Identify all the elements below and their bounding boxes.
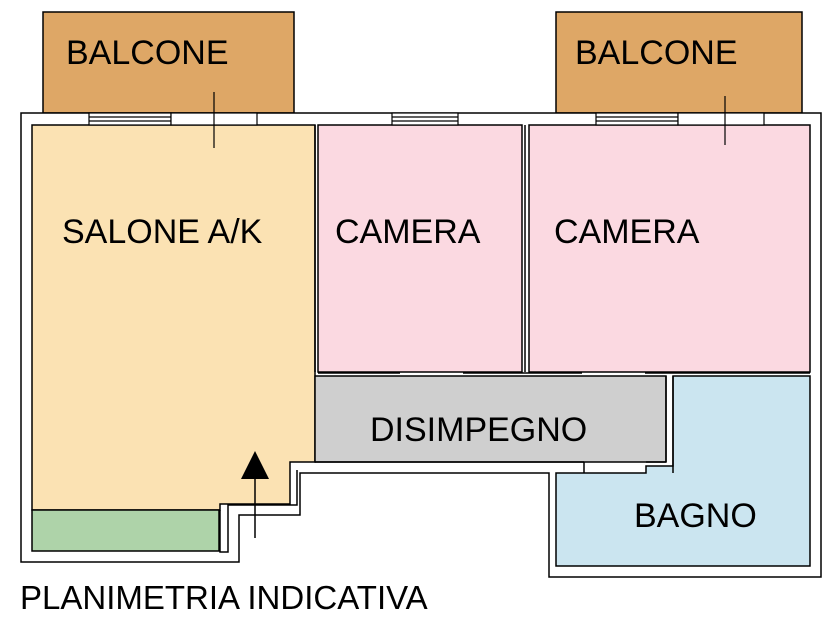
bagno-label: BAGNO [634,497,757,535]
windows [88,112,765,126]
balcone-door-lines [213,92,726,148]
plan-caption: PLANIMETRIA INDICATIVA [20,579,428,616]
bagno-room [555,375,811,567]
balcone-left-label: BALCONE [66,34,229,72]
balcone-left [42,11,295,114]
kitchen-strip [31,509,220,552]
interior-walls [314,125,810,473]
entrance-arrow-icon [241,451,269,538]
camera-1-label: CAMERA [335,213,481,251]
camera-2-label: CAMERA [554,213,700,251]
balcone-right [555,11,803,114]
disimpegno-label: DISIMPEGNO [370,411,587,449]
salone-room [31,124,316,511]
salone-wall-step [219,470,298,553]
balcone-right-label: BALCONE [575,34,738,72]
salone-label: SALONE A/K [62,213,263,251]
camera-1-room [317,124,523,373]
camera-2-room [528,124,811,373]
